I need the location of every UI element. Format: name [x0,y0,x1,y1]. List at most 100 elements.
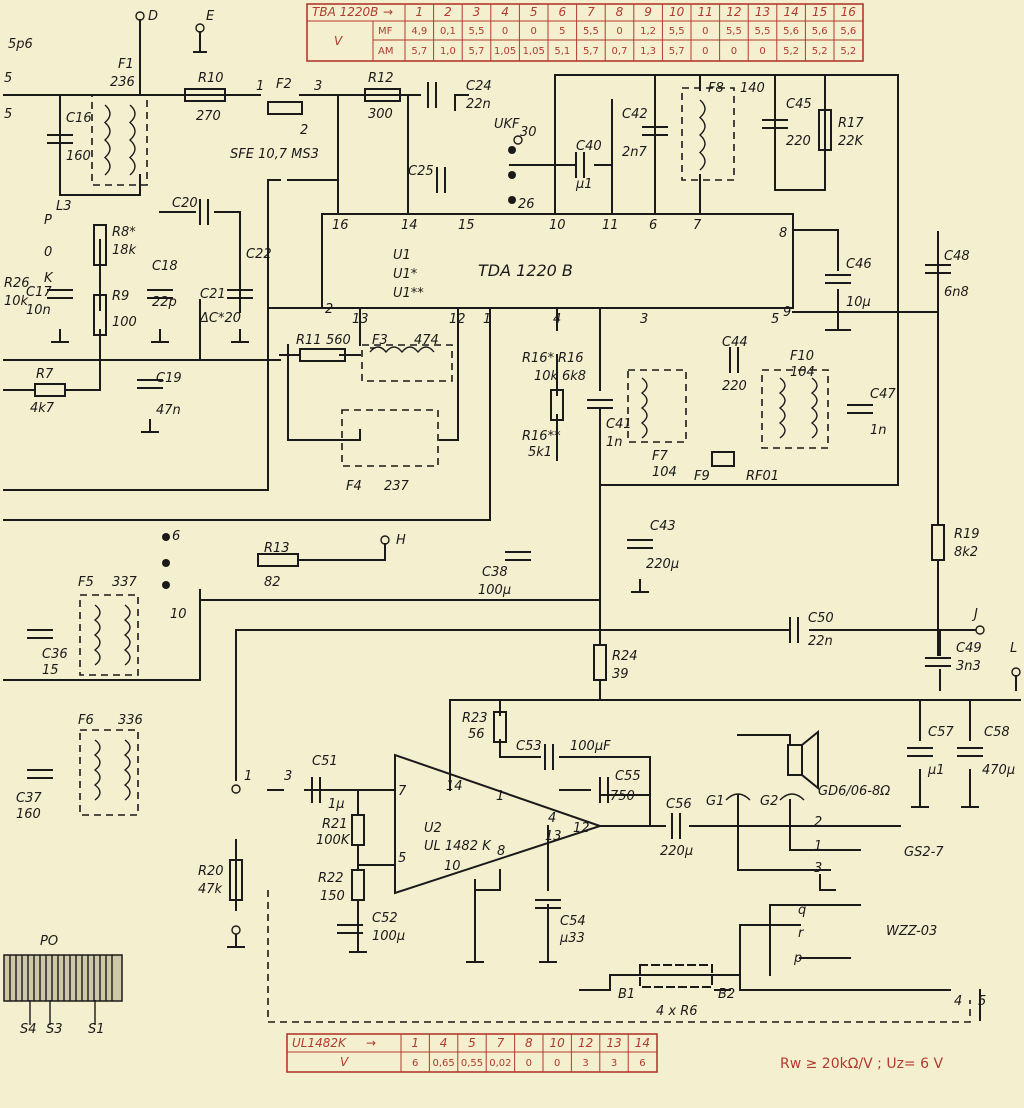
label-c58: 470μ [982,763,1015,778]
tda-table-mf-cell: 0 [531,26,537,37]
label-c5: 5 [4,107,12,122]
label-c51: 1μ [328,797,345,812]
label-c20: C20 [172,196,198,211]
tda-table-pin: 8 [616,5,624,19]
label-c41: 1n [606,435,623,450]
tda-table-am-cell: 5,1 [554,46,570,57]
switch-pin-10: 10 [170,607,187,622]
label-f6: 336 [118,713,143,728]
label-f8: F8 [708,81,724,96]
tda-table-am: AM [378,46,393,57]
label-c36: C36 [42,647,68,662]
label-f5: F5 [78,575,94,590]
label-f4: 237 [384,479,410,494]
label-jg2: 2 [814,815,822,830]
tda-table-mf-cell: 0 [616,26,622,37]
label-c47: 1n [870,423,887,438]
label-c53: C53 [516,739,542,754]
tda-table-mf-cell: 5,6 [812,26,828,37]
tda-table-mf-cell: 0,1 [440,26,456,37]
label-wzz: WZZ-03 [886,924,937,939]
ukf-pin-30: 30 [520,125,537,140]
label-c52: 100μ [372,929,405,944]
label-r8: 18k [112,243,137,258]
label-r8: R8* [112,225,136,240]
tda-table-pin: 7 [587,5,595,19]
tda-table-am-cell: 5,2 [783,46,799,57]
u1-ic: U1 U1* U1** TDA 1220 B 16 14 15 10 11 6 … [321,213,794,327]
tda-table-mf-cell: 5,5 [669,26,685,37]
label-c50: C50 [808,611,834,626]
tda-table-am-cell: 1,0 [440,46,456,57]
label-c49: C49 [956,641,982,656]
label-c5p6: 5p6 [8,37,33,52]
u2-pin-4: 4 [548,811,556,826]
label-f6: F6 [78,713,94,728]
ul-table-v-cell: 0 [554,1058,560,1069]
label-jg1: 1 [814,839,822,854]
label-c44: C44 [722,335,748,350]
label-g1: G1 [706,794,724,809]
label-f9: RF01 [746,469,779,484]
tda-table-pin: 9 [644,5,652,19]
label-r26: R26 [4,276,30,291]
label-c42: C42 [622,107,648,122]
u1-name: U1 [393,248,411,263]
label-c47: C47 [870,387,896,402]
u2-pin-8: 8 [497,844,505,859]
label-s1: S1 [88,1022,105,1037]
label-c16: C16 [66,111,92,126]
label-c44: 220 [722,379,747,394]
tda-table-pin: 3 [473,5,481,19]
label-r21: R21 [322,817,348,832]
ul-table-v-cell: 3 [611,1058,617,1069]
label-c17: C17 [26,285,52,300]
label-c24: 22n [466,97,491,112]
label-r16: 10k [534,369,559,384]
ul-table-pin: 13 [606,1036,621,1050]
label-c41: C41 [606,417,632,432]
u1-pin-8: 8 [779,226,787,241]
u2-type: UL 1482 K [424,839,492,854]
label-c16: 160 [66,149,91,164]
label-r7: 4k7 [30,401,55,416]
tda-table-am-cell: 0 [759,46,765,57]
terminal-j: J [971,607,978,622]
u1-pin-10: 10 [549,218,566,233]
u1-pin-9: 9 [783,305,791,320]
tda-table-am-cell: 1,05 [523,46,545,57]
tda-table-arrow: → [383,5,393,19]
label-jq: q [798,903,806,918]
label-r23: 56 [468,727,485,742]
terminal-l: L [1010,641,1017,656]
label-f5: 337 [112,575,138,590]
tda-table-am-cell: 5,7 [669,46,685,57]
tda-table-pin: 13 [755,5,770,19]
tda-table-pin: 16 [841,5,857,19]
ul-table-v-cell: 6 [412,1058,418,1069]
label-c49: 3n3 [956,659,981,674]
tda-table-mf-cell: 5,5 [726,26,742,37]
tda-table-pin: 5 [530,5,538,19]
tda-table-am-cell: 1,3 [640,46,656,57]
ul-table-arrow: → [366,1036,376,1050]
ul-table-pin: 5 [468,1036,476,1050]
u2-pin-10: 10 [444,859,461,874]
label-batt: 4 x R6 [656,1004,698,1019]
terminal-e: E [206,9,215,24]
tda-table-ic-label: TBA 1220B [312,5,378,19]
label-c56: 220μ [660,844,693,859]
tda-table-am-cell: 5,2 [840,46,856,57]
label-c48: 6n8 [944,285,969,300]
label-c21: C21 [200,287,226,302]
ul-table-v-cell: 0,55 [461,1058,483,1069]
label-f4: F4 [346,479,362,494]
label-r9: 100 [112,315,137,330]
f2-pin-1: 1 [256,79,264,94]
label-f10: F10 [790,349,814,364]
tda-table-am-cell: 5,7 [583,46,599,57]
label-po: PO [40,934,58,949]
label-f3: 474 [414,333,439,348]
label-c58: C58 [984,725,1010,740]
tda-table-mf-cell: 5,5 [583,26,599,37]
